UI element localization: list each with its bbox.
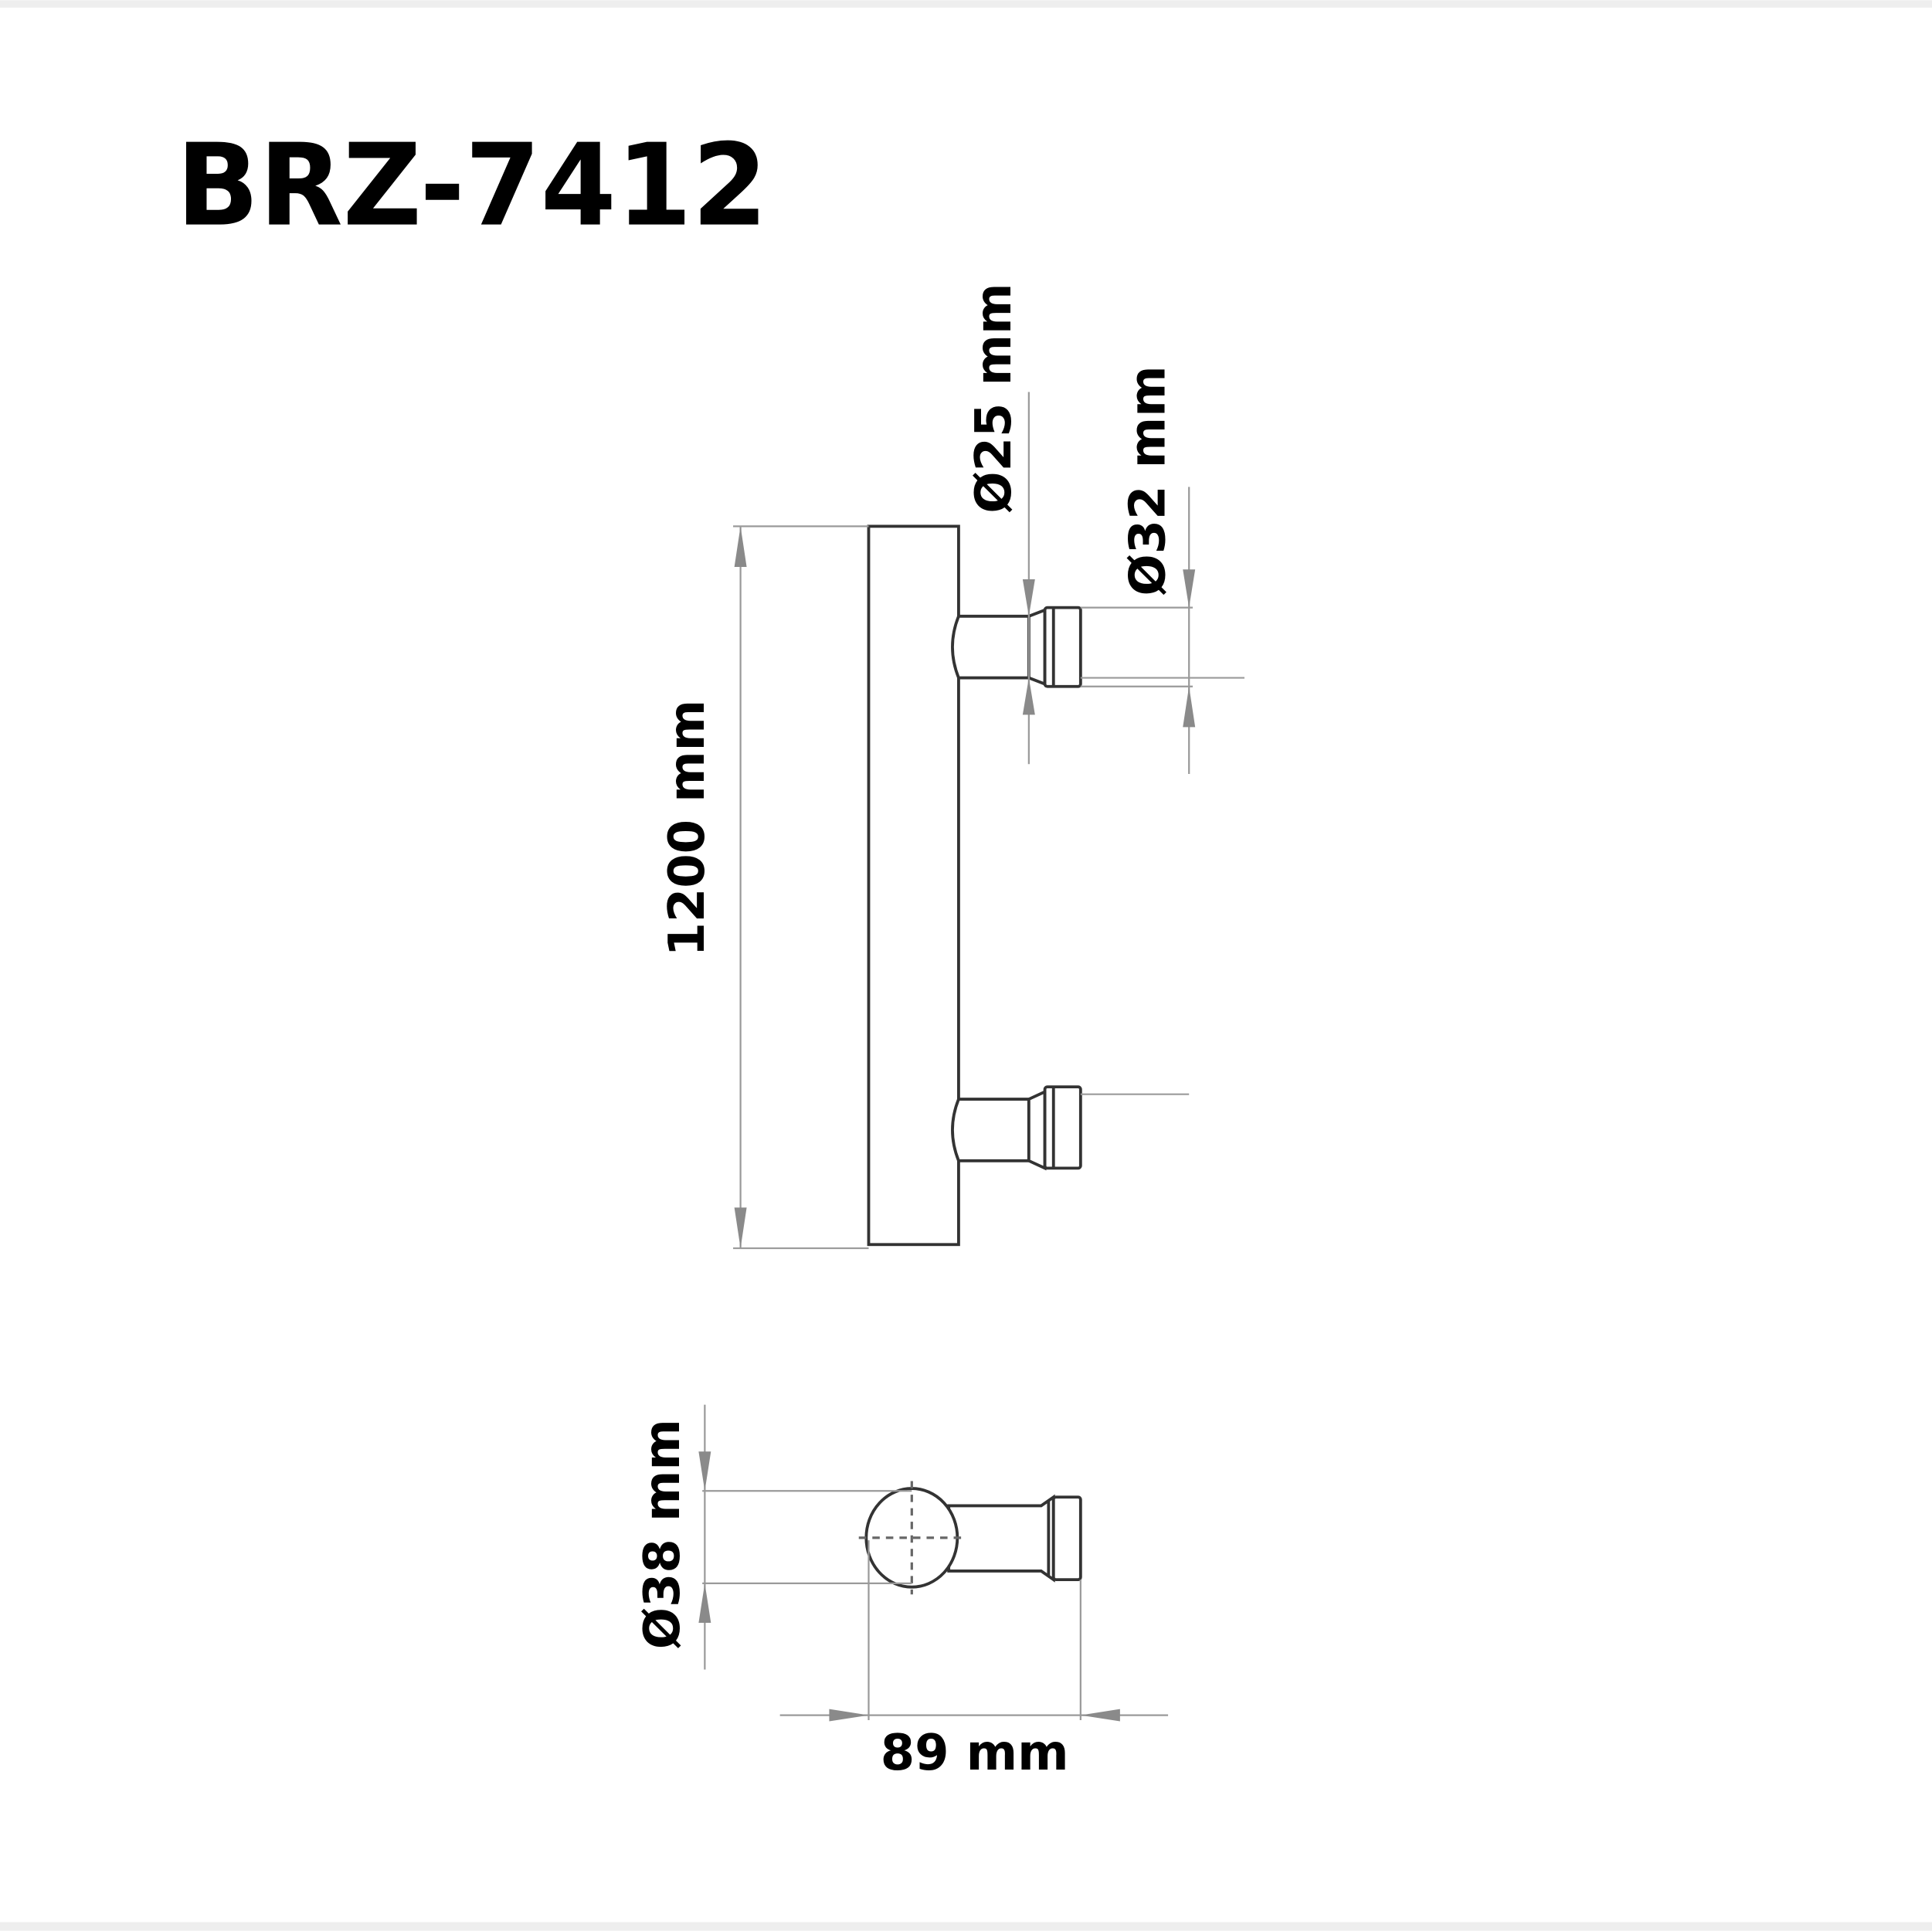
- post-diameter-dimension: Ø25 mm: [966, 283, 1035, 765]
- side-view: [867, 524, 1082, 1247]
- bar-diameter-label: Ø38 mm: [634, 1419, 691, 1649]
- post-diameter-label: Ø25 mm: [966, 283, 1023, 513]
- length-dimension: 1200 mm: [659, 525, 869, 1250]
- bottom-band: [0, 1922, 1932, 1931]
- cap-diameter-dimension: Ø32 mm: [1080, 365, 1244, 1095]
- projection-dimension: 89 mm: [779, 1540, 1169, 1782]
- upper-post: [951, 606, 1082, 688]
- cap-diameter-label: Ø32 mm: [1119, 365, 1177, 596]
- projection-label: 89 mm: [881, 1725, 1069, 1782]
- top-band: [0, 0, 1932, 8]
- lower-post: [951, 1085, 1082, 1171]
- product-title: BRZ-7412: [176, 120, 768, 252]
- end-view: [858, 1481, 1082, 1595]
- length-label: 1200 mm: [659, 700, 716, 957]
- bar-diameter-dimension: Ø38 mm: [634, 1404, 912, 1670]
- handle-bar: [867, 524, 960, 1247]
